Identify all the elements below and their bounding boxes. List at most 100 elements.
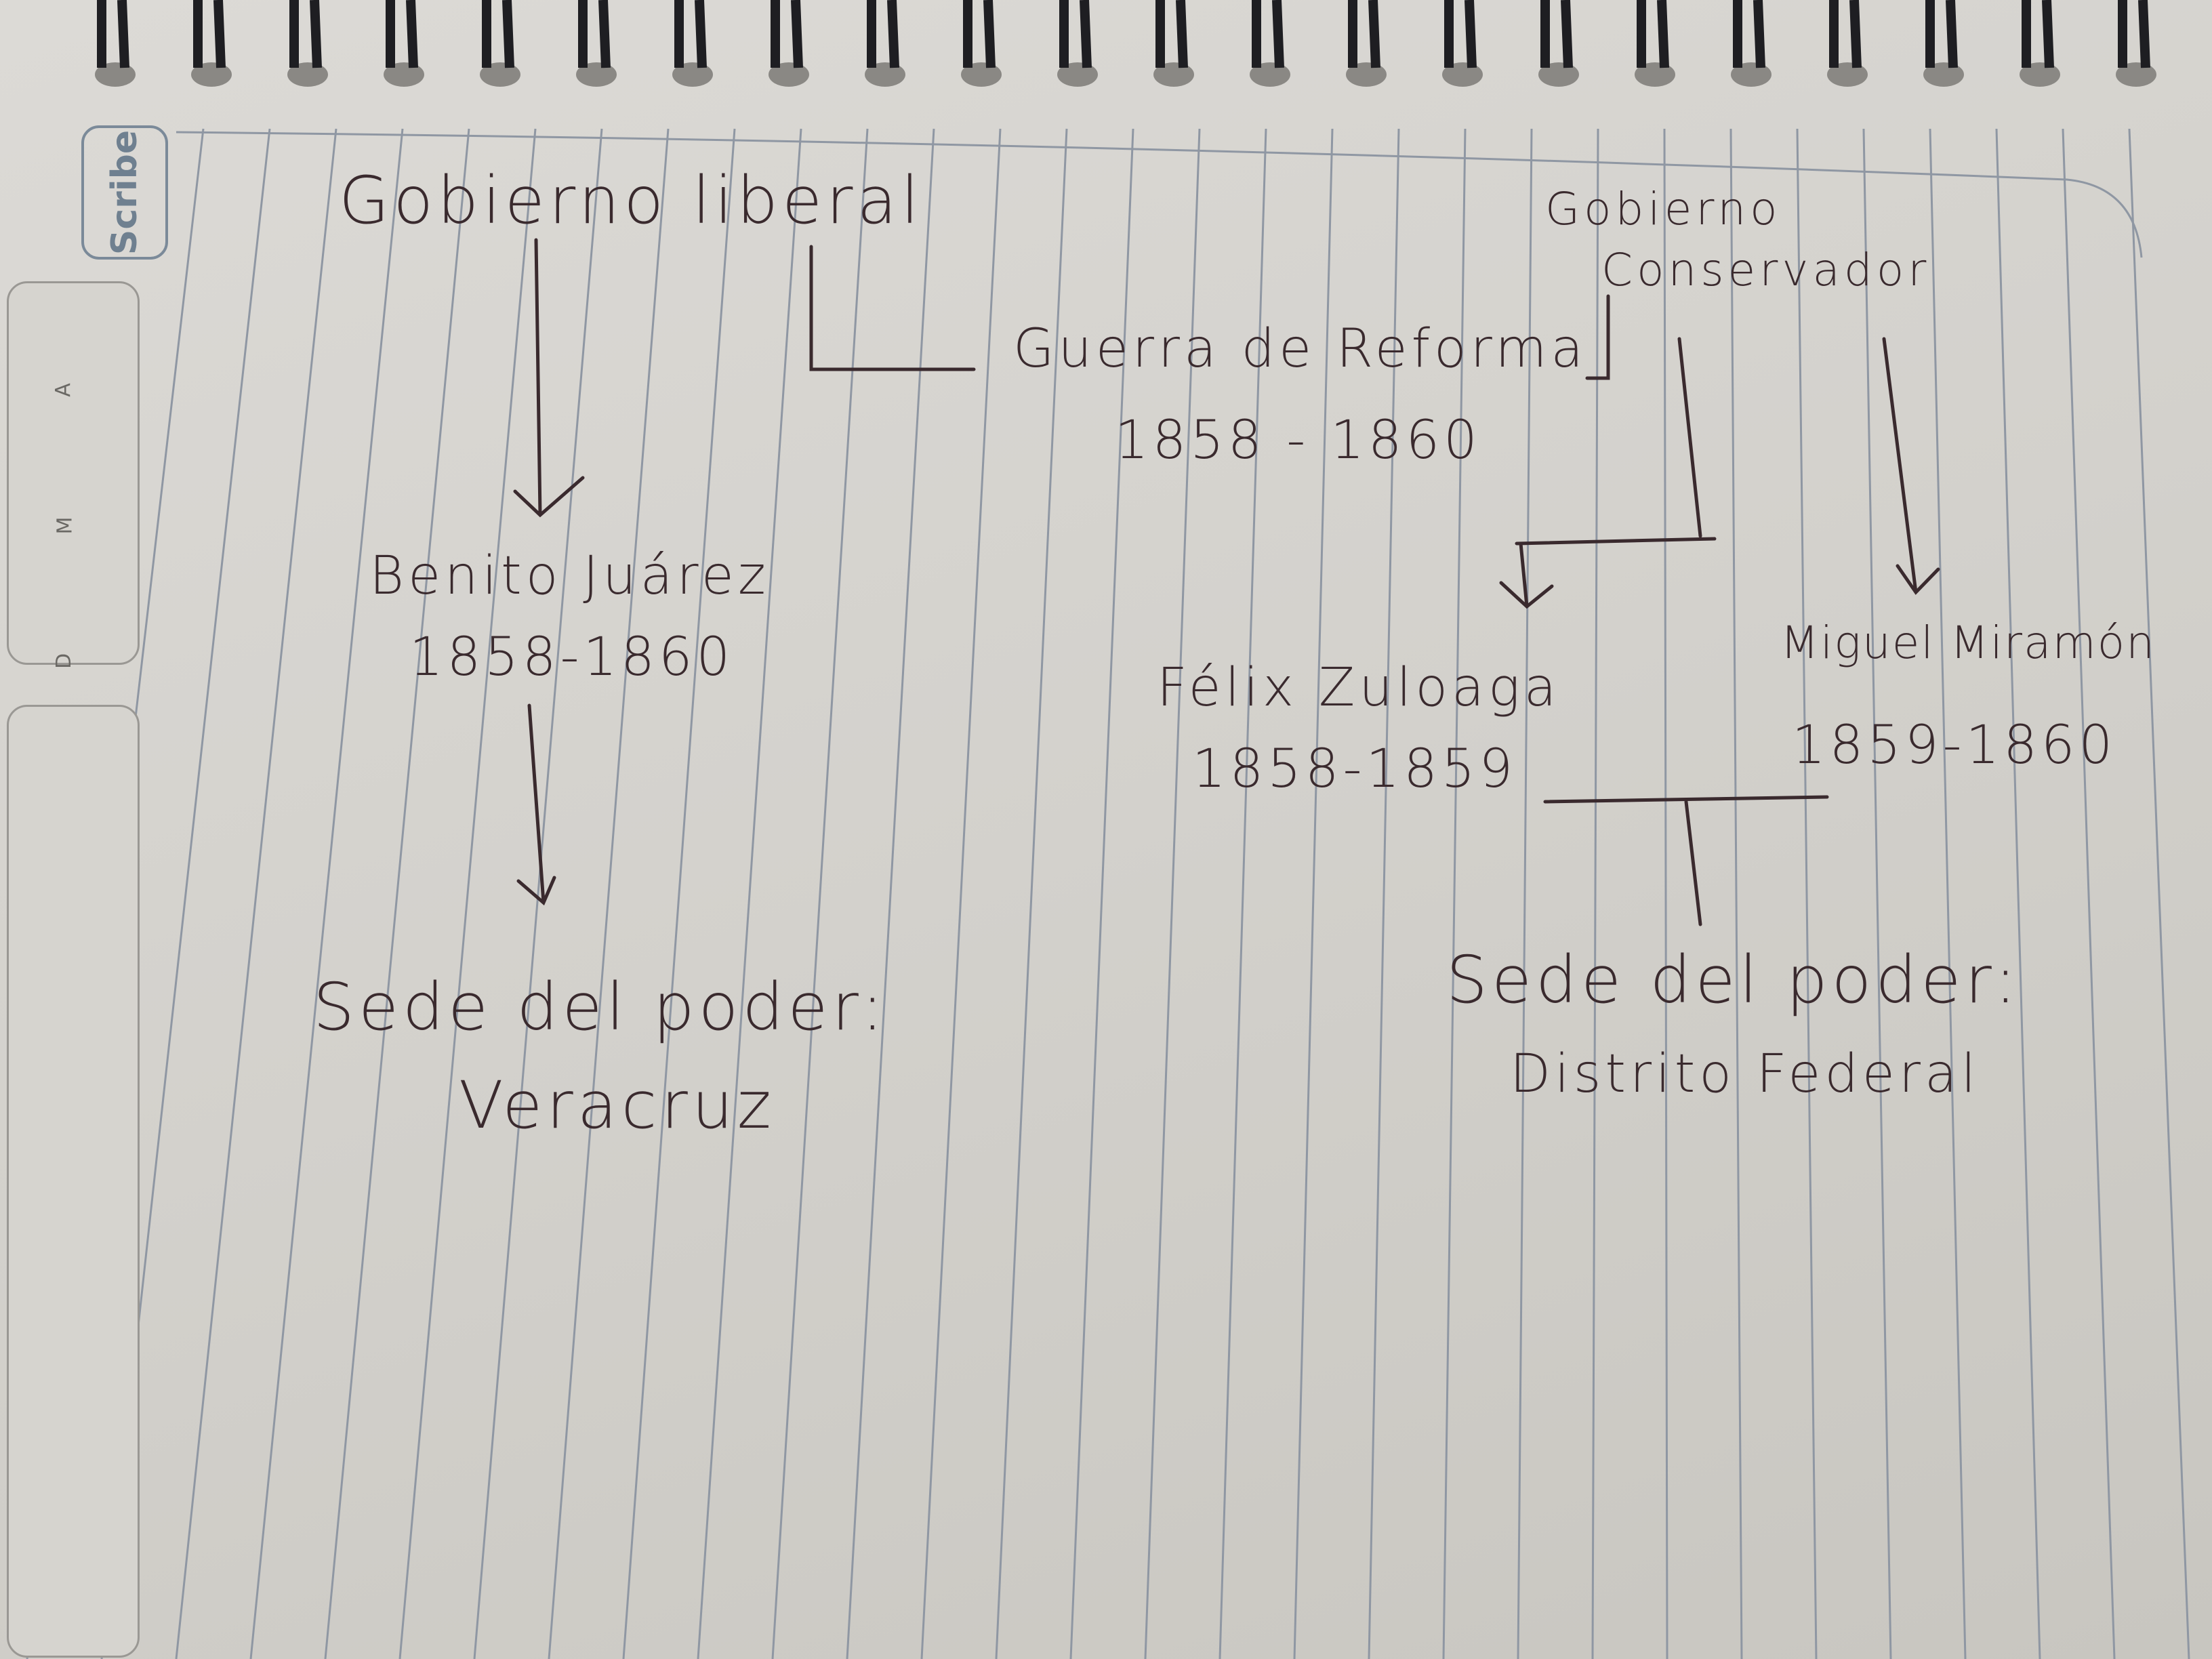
ruled-line bbox=[175, 128, 337, 1659]
ruled-line bbox=[1293, 128, 1334, 1659]
binding-hole bbox=[1057, 62, 1098, 87]
arrow-to-miramon bbox=[1882, 337, 1940, 595]
spiral-ring bbox=[2118, 0, 2150, 68]
spiral-ring bbox=[578, 0, 611, 68]
juarez-name: Benito Juárez bbox=[369, 546, 770, 607]
binding-hole bbox=[1635, 62, 1675, 87]
binding-hole bbox=[1731, 62, 1771, 87]
spiral-ring bbox=[1444, 0, 1477, 68]
spiral-ring bbox=[1059, 0, 1092, 68]
scribe-logo: Scribe bbox=[81, 125, 168, 260]
binding-hole bbox=[769, 62, 809, 87]
spiral-ring bbox=[1733, 0, 1765, 68]
ruled-line bbox=[1929, 128, 1967, 1659]
binding-hole bbox=[865, 62, 905, 87]
ruled-line bbox=[1729, 128, 1743, 1659]
binding-hole bbox=[287, 62, 328, 87]
ruled-line bbox=[1218, 128, 1267, 1659]
ruled-line bbox=[1591, 128, 1599, 1659]
month-tab: A M D bbox=[7, 281, 140, 669]
ruled-line bbox=[1862, 128, 1892, 1659]
arrow-juarez-to-veracruz bbox=[516, 703, 556, 906]
ruled-line bbox=[1069, 128, 1134, 1659]
spiral-ring bbox=[1252, 0, 1284, 68]
spiral-binding bbox=[95, 0, 2156, 87]
blank-tab bbox=[7, 705, 140, 1658]
line-to-federal-seat bbox=[1684, 800, 1702, 926]
miramon-name: Miguel Miramón bbox=[1780, 617, 2156, 669]
ruled-line bbox=[846, 128, 935, 1659]
ruled-line bbox=[920, 128, 1002, 1659]
spiral-ring bbox=[97, 0, 129, 68]
spiral-ring bbox=[1155, 0, 1188, 68]
binding-hole bbox=[191, 62, 232, 87]
spiral-ring bbox=[1348, 0, 1380, 68]
spiral-ring bbox=[674, 0, 707, 68]
ruled-line bbox=[324, 128, 470, 1659]
ruled-line bbox=[1368, 128, 1400, 1659]
ruled-line bbox=[771, 128, 869, 1659]
war-title: Guerra de Reforma bbox=[1013, 319, 1588, 380]
ruled-line bbox=[622, 128, 736, 1659]
spiral-ring bbox=[386, 0, 418, 68]
juarez-years: 1858-1860 bbox=[409, 627, 735, 688]
ruled-line bbox=[2128, 128, 2190, 1659]
binding-hole bbox=[961, 62, 1002, 87]
binding-hole bbox=[1250, 62, 1290, 87]
conservative-heading-line2: Conservador bbox=[1601, 244, 1931, 296]
binding-hole bbox=[672, 62, 713, 87]
binding-hole bbox=[1442, 62, 1483, 87]
ruled-line bbox=[548, 128, 670, 1659]
binding-hole bbox=[1923, 62, 1964, 87]
binding-hole bbox=[2116, 62, 2156, 87]
binding-hole bbox=[1827, 62, 1868, 87]
join-conservative-leaders bbox=[1543, 795, 1829, 804]
ruled-line bbox=[995, 128, 1068, 1659]
spiral-ring bbox=[1925, 0, 1958, 68]
bracket-liberal-to-war bbox=[809, 245, 976, 371]
line-conservative-down bbox=[1677, 337, 1702, 538]
branch-conservative bbox=[1515, 537, 1717, 546]
binding-hole bbox=[1346, 62, 1387, 87]
conservative-heading-line1: Gobierno bbox=[1545, 183, 1782, 235]
liberal-seat: Veracruz bbox=[459, 1067, 776, 1143]
binding-hole bbox=[95, 62, 136, 87]
arrow-to-zuloaga bbox=[1499, 541, 1554, 609]
zuloaga-years: 1858-1859 bbox=[1192, 739, 1517, 800]
liberal-seat-label: Sede del poder: bbox=[313, 969, 888, 1045]
spiral-ring bbox=[867, 0, 899, 68]
bracket-conservative-to-war bbox=[1585, 294, 1610, 380]
spiral-ring bbox=[1637, 0, 1669, 68]
arrow-liberal-to-juarez bbox=[513, 238, 585, 518]
ruled-line bbox=[1442, 128, 1467, 1659]
spiral-ring bbox=[193, 0, 226, 68]
war-years: 1858 - 1860 bbox=[1115, 410, 1481, 471]
binding-hole bbox=[2020, 62, 2060, 87]
conservative-seat: Distrito Federal bbox=[1510, 1044, 1980, 1105]
spiral-ring bbox=[289, 0, 322, 68]
spiral-ring bbox=[1540, 0, 1573, 68]
spiral-ring bbox=[2022, 0, 2054, 68]
ruled-line bbox=[398, 128, 537, 1659]
top-margin-line bbox=[176, 131, 2143, 258]
ruled-line bbox=[249, 128, 404, 1659]
binding-hole bbox=[1153, 62, 1194, 87]
binding-hole bbox=[480, 62, 520, 87]
ruled-line bbox=[473, 128, 603, 1659]
miramon-years: 1859-1860 bbox=[1792, 715, 2117, 776]
conservative-seat-label: Sede del poder: bbox=[1446, 942, 2021, 1018]
zuloaga-name: Félix Zuloaga bbox=[1157, 657, 1561, 718]
binding-hole bbox=[384, 62, 424, 87]
ruled-line bbox=[1663, 128, 1668, 1659]
ruled-line bbox=[697, 128, 802, 1659]
ruled-line bbox=[1517, 128, 1533, 1659]
ruled-line bbox=[1144, 128, 1201, 1659]
spiral-ring bbox=[1829, 0, 1862, 68]
spiral-ring bbox=[482, 0, 514, 68]
ruled-line bbox=[1995, 128, 2041, 1659]
spiral-ring bbox=[771, 0, 803, 68]
ruled-line bbox=[1796, 128, 1818, 1659]
